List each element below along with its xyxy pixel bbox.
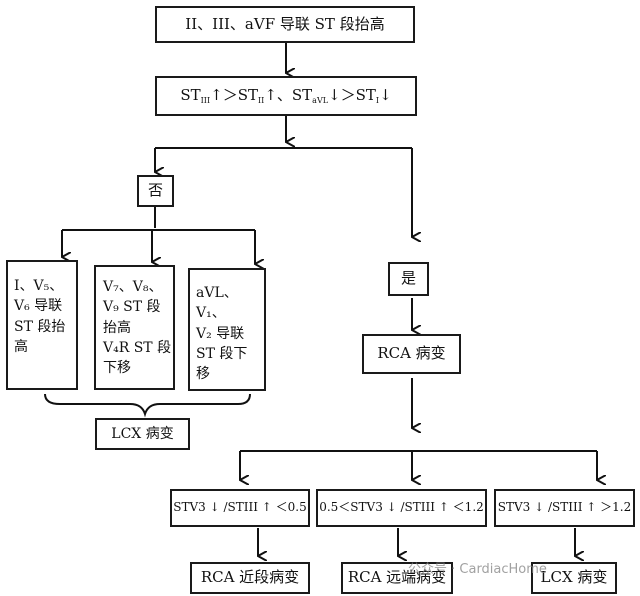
box-result-rca-distal: RCA 远端病变 bbox=[341, 562, 453, 594]
criterion-tail2: ↑、 bbox=[264, 86, 292, 105]
box-yes: 是 bbox=[388, 262, 429, 296]
box-lead-group-1: I、V₅、 V₆ 导联 ST 段抬 高 bbox=[6, 260, 78, 390]
box-no: 否 bbox=[137, 175, 174, 207]
brace bbox=[44, 393, 251, 418]
criterion-sub2: II bbox=[257, 96, 265, 106]
box-result-rca-proximal: RCA 近段病变 bbox=[190, 562, 310, 594]
criterion-st1: ST bbox=[180, 86, 201, 105]
box-ratio-2: 0.5＜STV3 ↓ /STIII ↑ ＜1.2 bbox=[316, 489, 487, 527]
box-criterion: STIII↑＞STII↑、STaVL↓＞STI↓ bbox=[155, 76, 417, 116]
box-lead-group-3: aVL、V₁、 V₂ 导联 ST 段下 移 bbox=[188, 268, 266, 391]
box-top: II、III、aVF 导联 ST 段抬高 bbox=[155, 6, 415, 43]
criterion-tail3: ↓＞ bbox=[328, 86, 356, 105]
criterion-sub3: aVL bbox=[312, 96, 329, 106]
criterion-st3: ST bbox=[291, 86, 313, 105]
criterion-st4: ST bbox=[355, 86, 376, 105]
box-lead-group-2: V₇、V₈、 V₉ ST 段 抬高 V₄R ST 段 下移 bbox=[94, 265, 175, 390]
box-result-lcx: LCX 病变 bbox=[531, 562, 617, 594]
criterion-st2: ST bbox=[237, 86, 258, 105]
watermark: 公众号 · CardiacHome bbox=[408, 562, 547, 577]
box-ratio-3: STV3 ↓ /STIII ↑ ＞1.2 bbox=[494, 489, 635, 527]
criterion-sub4: I bbox=[375, 96, 380, 106]
box-rca: RCA 病变 bbox=[362, 334, 461, 374]
criterion-tail1: ↑＞ bbox=[210, 86, 238, 105]
box-lcx-left: LCX 病变 bbox=[95, 418, 190, 450]
box-ratio-1: STV3 ↓ /STIII ↑ ＜0.5 bbox=[170, 489, 310, 527]
criterion-sub1: III bbox=[200, 96, 211, 106]
criterion-tail4: ↓ bbox=[379, 86, 392, 105]
